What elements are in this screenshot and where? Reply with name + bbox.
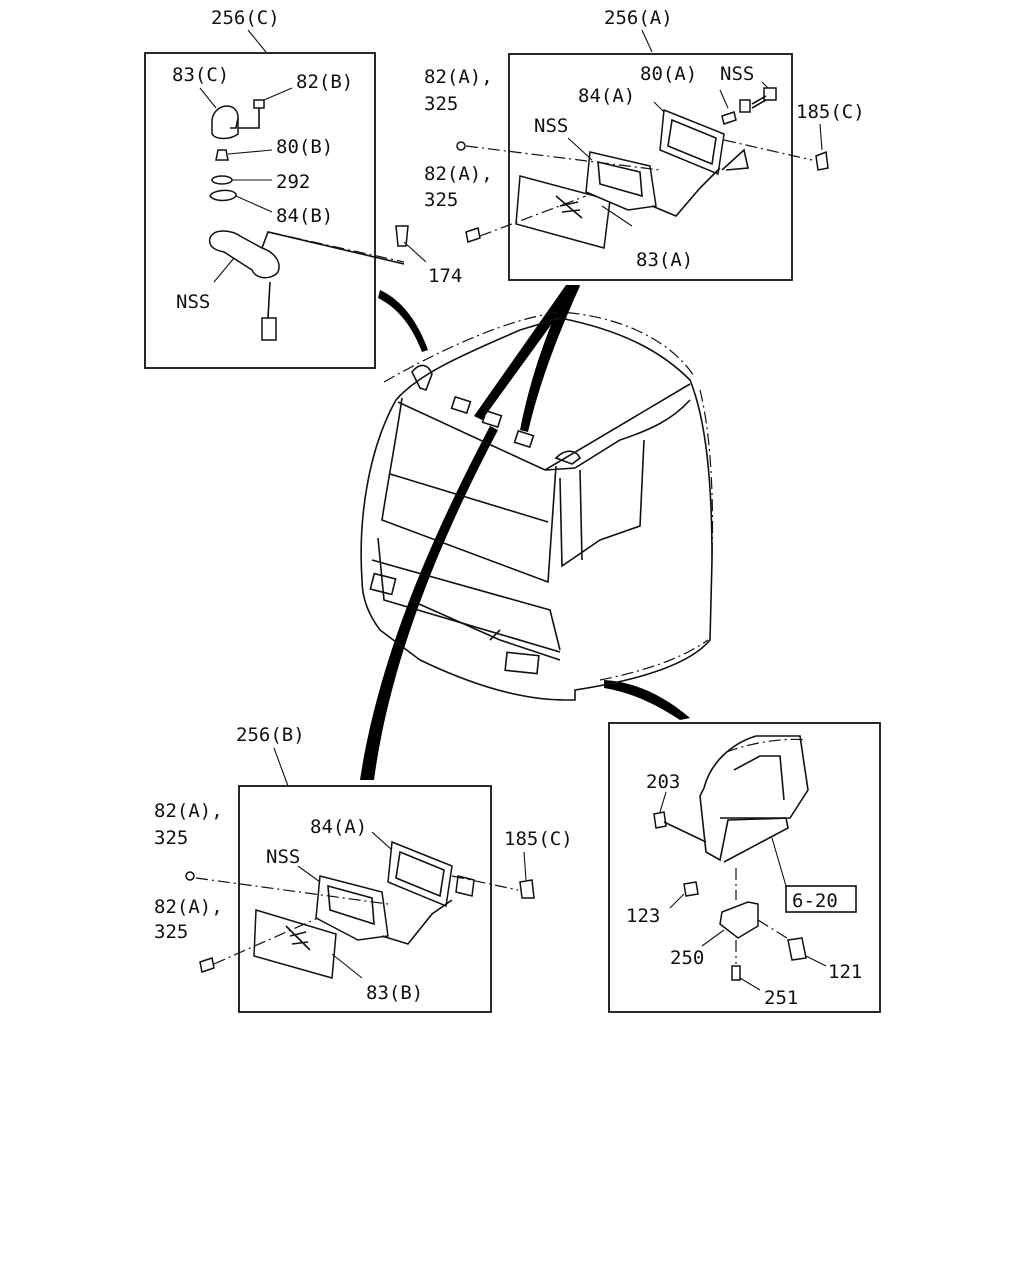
screw-part: [465, 227, 481, 243]
bolt-part: [395, 225, 409, 247]
housing-part: [315, 875, 389, 941]
gasket-part: [211, 175, 233, 185]
screw-part: [731, 965, 741, 981]
group-256a: 256(A) 82(A), 325 NS: [424, 7, 865, 281]
group-box: [144, 52, 376, 369]
socket-part: [739, 99, 751, 113]
group-title: 256(C): [211, 7, 280, 29]
screw-part: [185, 871, 195, 881]
label-bulb: 80(B): [276, 136, 333, 158]
label-screw: 251: [764, 987, 798, 1009]
label-lens: 83(A): [636, 249, 693, 271]
label-lens: 83(B): [366, 982, 423, 1004]
callout-arrow-c: [378, 290, 428, 352]
connector-part: [261, 317, 277, 341]
base-plate-part: [387, 840, 453, 908]
clip-part: [653, 811, 667, 829]
label-screw-top: 82(A),: [424, 66, 493, 88]
screw-part: [456, 141, 466, 151]
label-clip: 185(C): [504, 828, 573, 850]
label-bolt: 174: [428, 265, 462, 287]
label-lens: 83(C): [172, 64, 229, 86]
label-gasket: 292: [276, 171, 310, 193]
label-clip: 203: [646, 771, 680, 793]
label-base: 84(B): [276, 205, 333, 227]
label-nss: NSS: [534, 115, 568, 137]
callout-arrow-a-right: [520, 286, 580, 432]
screw-part: [253, 99, 265, 109]
label-bracket: 250: [670, 947, 704, 969]
connector-part: [763, 87, 777, 101]
label-screw: 82(B): [296, 71, 353, 93]
nut-part: [683, 881, 699, 897]
label-base: 84(A): [578, 85, 635, 107]
truck-cab: [360, 311, 714, 701]
base-plate-part: [209, 189, 237, 202]
screw-part: [199, 957, 215, 973]
connector-part: [455, 875, 475, 897]
lens-part: [211, 105, 239, 140]
label-screw-bottom: 82(A),: [424, 163, 493, 185]
label-nss-top: NSS: [720, 63, 754, 85]
label-nss: NSS: [176, 291, 210, 313]
group-title: 256(B): [236, 724, 305, 746]
base-plate-part: [659, 108, 725, 176]
ref-box: [785, 885, 857, 913]
callout-arrow-d: [604, 680, 690, 720]
label-bulb: 80(A): [640, 63, 697, 85]
label-reflector: 121: [828, 961, 862, 983]
callout-arrow-b: [360, 426, 498, 780]
clip-part: [519, 879, 535, 899]
reflector-part: [787, 937, 807, 961]
label-screw-top-num: 325: [154, 827, 188, 849]
group-256b: 256(B) 82(A), 325 84(A) NSS 185(C) 82(A)…: [154, 724, 573, 1013]
clip-part: [815, 150, 829, 171]
bulb-part: [721, 111, 737, 125]
label-ref: 6-20: [792, 890, 838, 912]
bracket-part: [719, 901, 759, 939]
arm-base-part: [208, 230, 280, 279]
bulb-part: [215, 149, 229, 161]
label-screw-bottom-num: 325: [424, 189, 458, 211]
label-screw-top-num: 325: [424, 93, 458, 115]
label-screw-bottom-num: 325: [154, 921, 188, 943]
group-256c: 256(C) 83(C) 82(B) 80(B) 292 84(B) NSS 1…: [144, 7, 462, 369]
group-box: [608, 722, 881, 1013]
label-nut: 123: [626, 905, 660, 927]
label-nss: NSS: [266, 846, 300, 868]
group-box: [508, 53, 793, 281]
group-box: [238, 785, 492, 1013]
callout-arrow-a-left: [474, 285, 580, 420]
label-clip: 185(C): [796, 101, 865, 123]
label-screw-top: 82(A),: [154, 800, 223, 822]
label-screw-bottom: 82(A),: [154, 896, 223, 918]
label-base: 84(A): [310, 816, 367, 838]
group-bracket: 203 123 6-20 250 121 251: [608, 722, 881, 1013]
group-title: 256(A): [604, 7, 673, 29]
